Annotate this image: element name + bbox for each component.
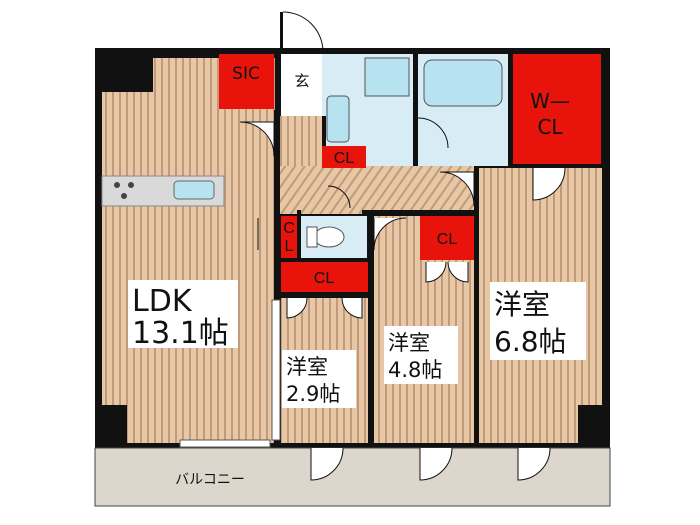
western-large-name: 洋室: [494, 288, 550, 321]
sic-label: SIC: [232, 64, 260, 84]
door-swing: [373, 217, 407, 251]
balcony-label: バルコニー: [175, 472, 245, 488]
interior-wall: [474, 166, 479, 443]
interior-wall: [413, 48, 418, 166]
entrance-door-swing: [282, 11, 324, 53]
western-small-label-bg: [282, 350, 356, 408]
door-swing: [439, 171, 475, 207]
stove-burner: [114, 182, 120, 188]
interior-wall: [322, 116, 326, 166]
washbasin: [364, 57, 410, 97]
interior-wall: [297, 210, 301, 258]
wcl-label-line2: CL: [537, 115, 563, 139]
wcl-label-line1: W—: [530, 89, 570, 113]
toilet: [313, 226, 345, 248]
wcl-door-swing: [532, 167, 566, 201]
balcony-door-swing: [517, 447, 551, 481]
pillar: [95, 48, 153, 92]
western-mid-size: 4.8帖: [388, 358, 442, 382]
sliding-door: [271, 299, 281, 441]
entrance-door-leaf: [280, 12, 283, 52]
toilet-tank: [306, 226, 318, 248]
door-swing: [327, 185, 351, 209]
entrance-floor: [281, 54, 327, 116]
interior-wall: [362, 210, 478, 216]
window: [179, 439, 271, 448]
bath-closet-label: CL: [334, 150, 355, 167]
stove-burner: [128, 182, 134, 188]
hallway-floor-diag: [275, 166, 475, 214]
kitchen-sink: [173, 180, 215, 200]
bath-closet: [322, 146, 366, 168]
closet-door-swing: [425, 261, 447, 283]
mid-room-closet-label: CL: [437, 231, 458, 248]
washing-machine: [326, 95, 350, 143]
stove-burner: [121, 193, 127, 199]
pillar: [95, 405, 127, 448]
small-room-closet: [281, 262, 368, 292]
interior-wall: [274, 110, 280, 443]
western-large-size: 6.8帖: [494, 325, 567, 358]
balcony-door-swing: [419, 447, 453, 481]
western-small-size: 2.9帖: [286, 382, 340, 406]
interior-wall: [368, 214, 374, 443]
western-mid-label-bg: [384, 326, 458, 384]
walk-in-closet: [513, 54, 601, 164]
pillar: [578, 405, 610, 448]
ldk-label-bg: [128, 280, 238, 348]
ldk-name: LDK: [132, 284, 193, 319]
entrance-label: 玄: [294, 72, 309, 90]
hall-closet-label-l: L: [285, 238, 294, 255]
mid-room-closet: [420, 216, 474, 260]
hall-closet-label-c: C: [283, 220, 295, 237]
interior-wall: [474, 162, 604, 168]
ldk-door-swing: [239, 121, 275, 157]
small-room-closet-label: CL: [314, 270, 335, 287]
bathtub: [423, 59, 503, 107]
closet-door-swing: [286, 297, 308, 319]
sic-closet: [219, 54, 274, 109]
ldk-floor: [102, 58, 275, 443]
hall-closet: [281, 216, 297, 258]
ldk-size: 13.1帖: [132, 316, 229, 351]
interior-wall: [274, 292, 374, 298]
western-mid-name: 洋室: [388, 331, 430, 355]
bath-door-swing: [417, 117, 449, 149]
closet-door-swing: [341, 297, 363, 319]
western-small-name: 洋室: [286, 355, 328, 379]
balcony-door-swing: [310, 447, 344, 481]
western-large-label-bg: [490, 282, 586, 360]
closet-door-swing: [447, 261, 469, 283]
